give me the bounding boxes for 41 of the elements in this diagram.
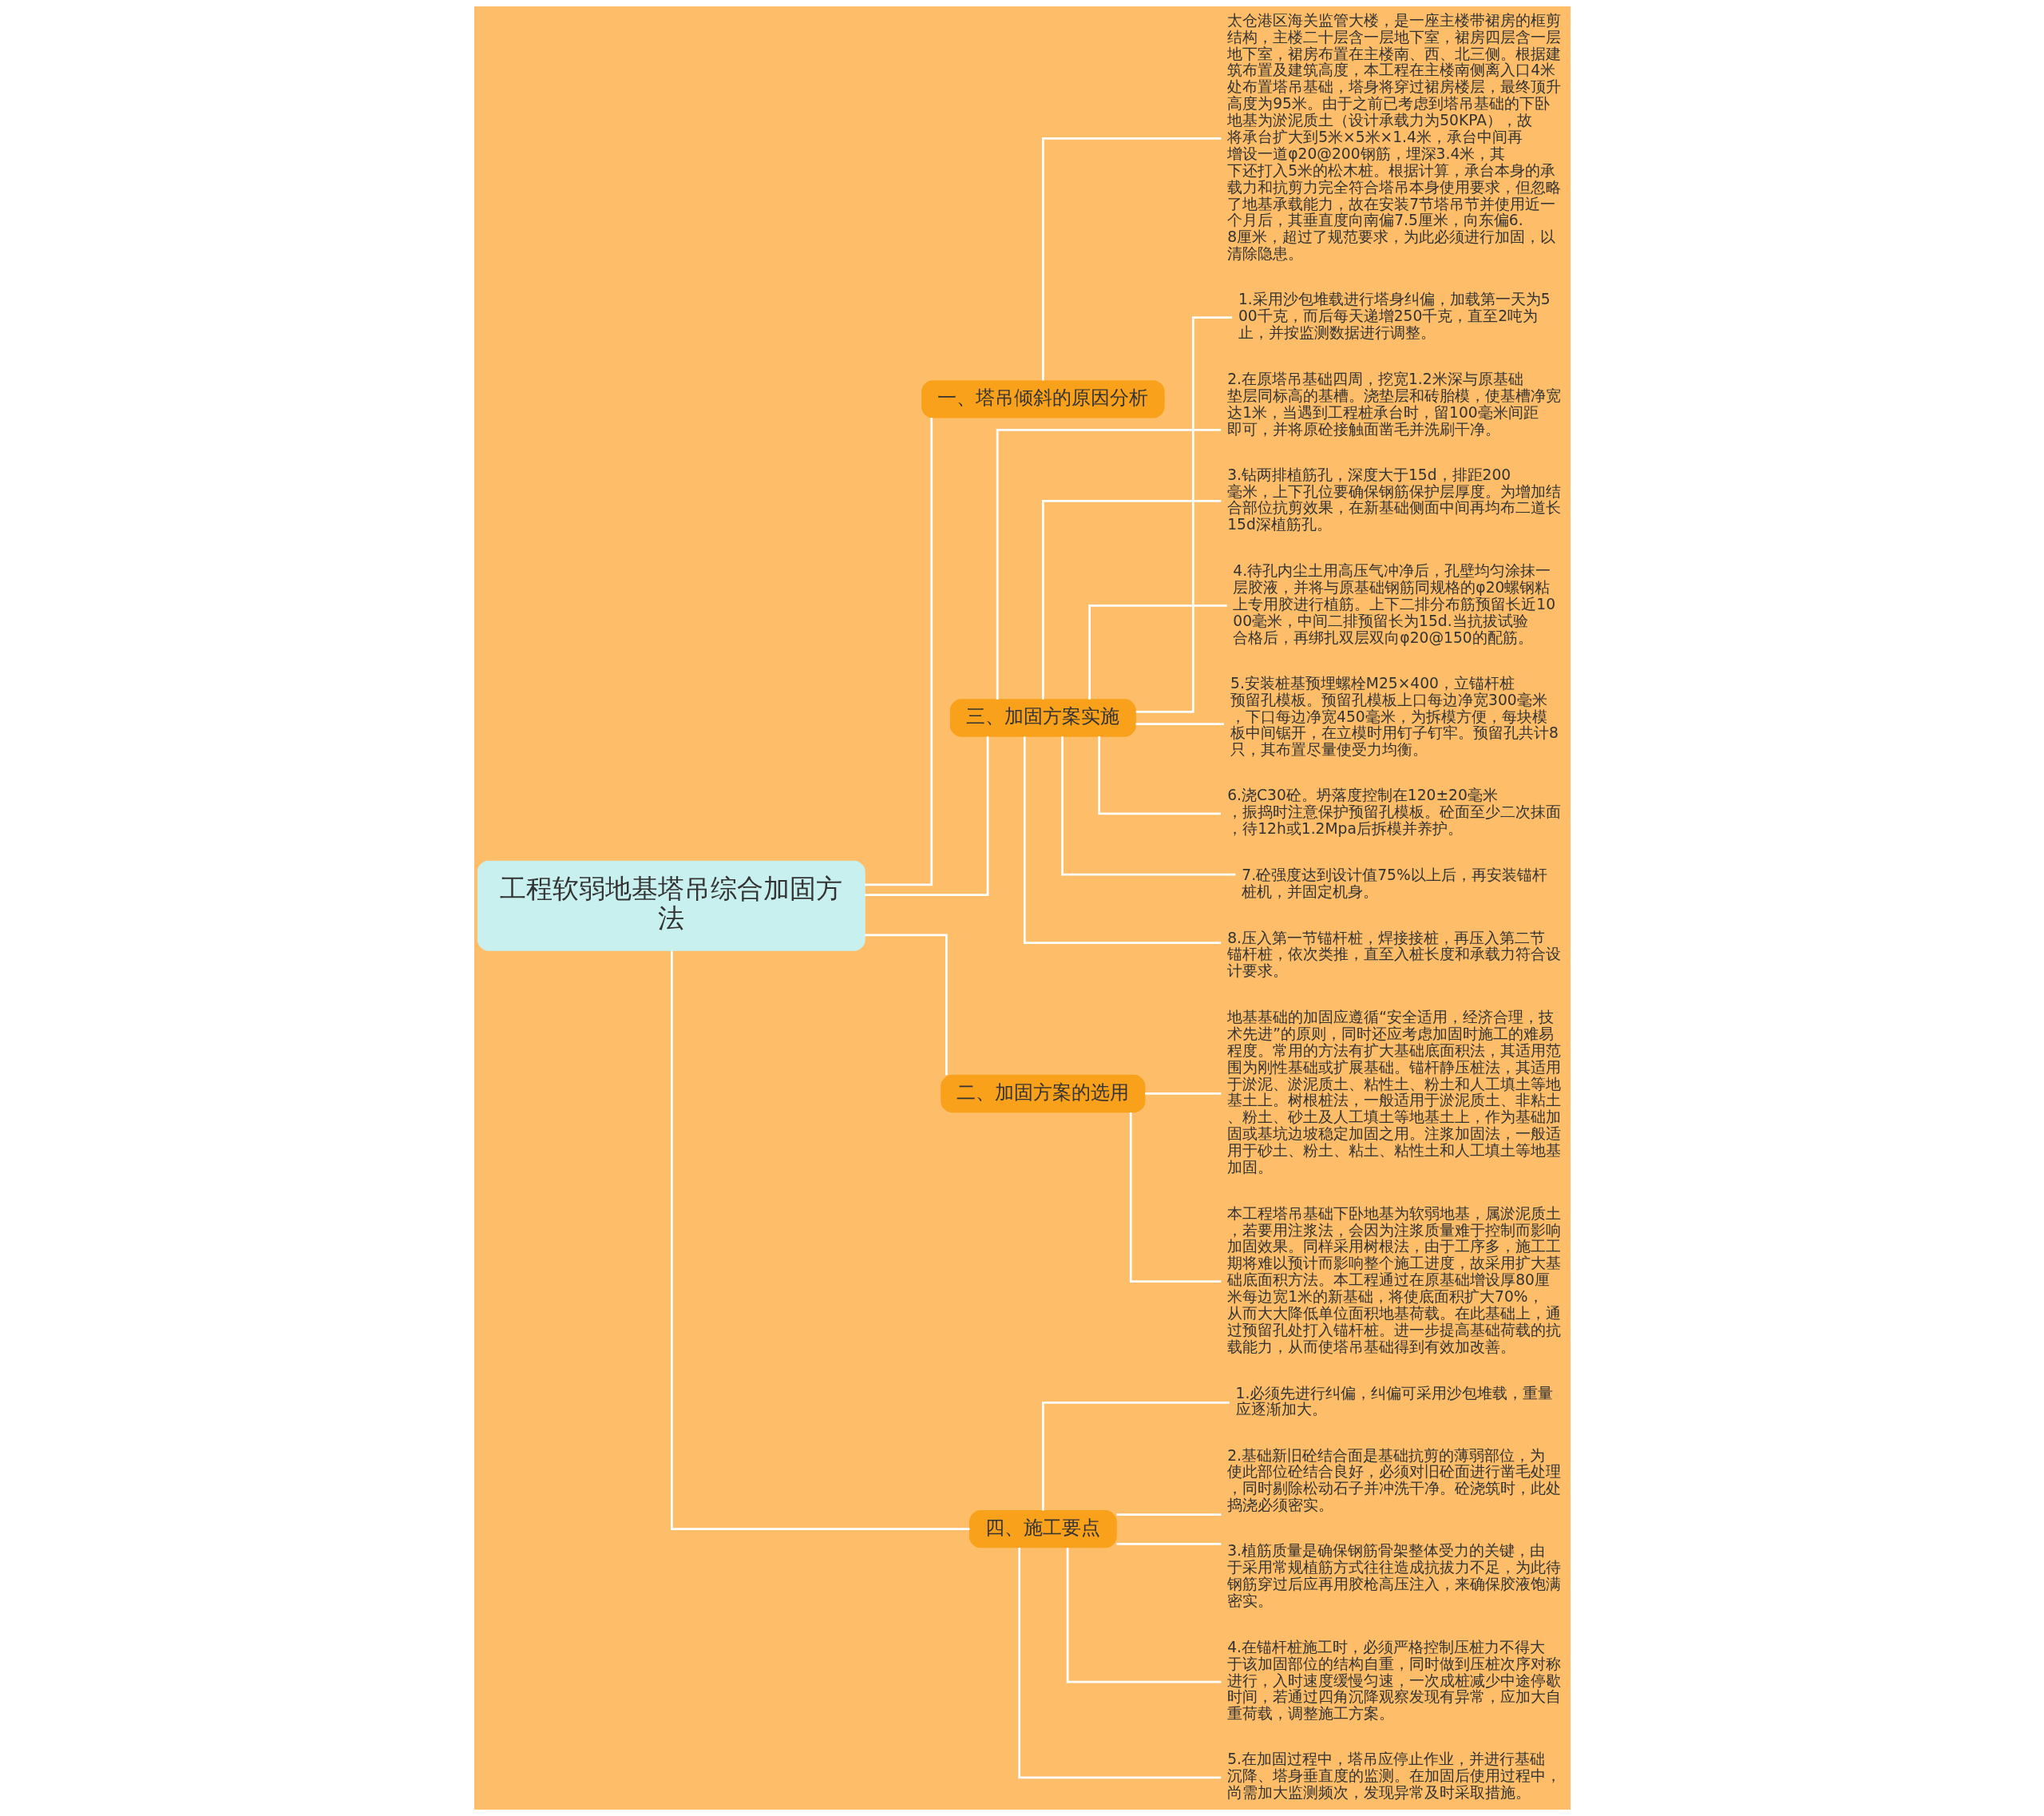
connector (1041, 137, 1221, 381)
node-text: 8.压入第一节锚杆桩，焊接接桩，再压入第二节锚杆桩，依次类推，直至入桩长度和承载力符合设计要求。 (1226, 929, 1561, 980)
connector (1023, 736, 1221, 944)
connector (1041, 1402, 1230, 1511)
node-text: 7.砼强度达到设计值75%以上后，再安装锚杆桩机，并固定机身。 (1241, 866, 1547, 900)
connector (1041, 500, 1221, 700)
connector (1129, 1112, 1221, 1283)
node-text: 5.安装桩基预埋螺栓M25×400，立锚杆桩预留孔模板。预留孔模板上口每边净宽300毫米，下口每边净宽450毫米，为拆模方便，每块模板中间锯开，在立模时用钉子钉牢。预留孔共计8只，其布置尽量使受力均衡。 (1230, 674, 1559, 759)
connector (1097, 736, 1221, 815)
connector (1017, 1548, 1221, 1779)
node-box: 一、塔吊倾斜的原因分析 (921, 380, 1165, 418)
connector (1066, 1548, 1221, 1683)
node-text: 本工程塔吊基础下卧地基为软弱地基，属淤泥质土，若要用注浆法，会因为注浆质量难于控制而影响加固效果。同样采用树根法，由于工序多，施工工期将难以预计而影响整个施工进度，故采用扩大基础底面积方法。本工程通过在原基础增设厚80厘米每边宽1米的新基础，将使底面积扩大70%，从而大大降低单位面积地基荷载。在此基础上，通过预留孔处打入锚杆桩。进一步提高基础荷载的抗载能力，从而使塔吊基础得到有效加改善。 (1226, 1204, 1561, 1355)
node-box: 三、加固方案实施 (949, 699, 1136, 737)
node-box: 工程软弱地基塔吊综合加固方法 (477, 860, 866, 951)
connector (1116, 1543, 1221, 1545)
node-box: 二、加固方案的选用 (940, 1074, 1145, 1113)
node-text: 2.在原塔吊基础四周，挖宽1.2米深与原基础垫层同标高的基槽。浇垫层和砖胎模，使基槽净宽达1米，当遇到工程桩承台时，留100毫米间距即可，并将原砼接触面凿毛并洗刷干净。 (1226, 370, 1561, 438)
connector (1116, 1513, 1221, 1516)
connector (864, 934, 948, 1076)
node-box: 四、施工要点 (969, 1510, 1117, 1548)
node-text: 1.必须先进行纠偏，纠偏可采用沙包堆载，重量应逐渐加大。 (1235, 1384, 1553, 1418)
node-text: 5.在加固过程中，塔吊应停止作业，并进行基础沉降、塔身垂直度的监测。在加固后使用过程中，尚需加大监测频次，发现异常及时采取措施。 (1226, 1751, 1561, 1802)
node-text: 1.采用沙包堆载进行塔身纠偏，加载第一天为500千克，而后每天递增250千克，直至2吨为止，并按监测数据进行调整。 (1238, 291, 1551, 342)
node-text: 2.基础新旧砼结合面是基础抗剪的薄弱部位，为使此部位砼结合良好，必须对旧砼面进行凿毛处理，同时剔除松动石子并冲洗干净。砼浇筑时，此处捣浇必须密实。 (1226, 1446, 1561, 1514)
node-text: 地基基础的加固应遵循“安全适用，经济合理，技术先进”的原则，同时还应考虑加固时施工的难易程度。常用的方法有扩大基础底面积法，其适用范围为刚性基础或扩展基础。锚杆静压桩法，其适用于淤泥、淤泥质土、粘性土、粉土和人工填土等地基土上。树根桩法，一般适用于淤泥质土、非粘土、粉土、砂土及人工填土等地基土上，作为基础加固或基坑边坡稳定加固之用。注浆加固法，一般适用于砂土、粉土、粘土、粘性土和人工填土等地基加固。 (1226, 1009, 1561, 1176)
node-text: 太仓港区海关监管大楼，是一座主楼带裙房的框剪结构，主楼二十层含一层地下室，裙房四层含一层地下室，裙房布置在主楼南、西、北三侧。根据建筑布置及建筑高度，本工程在主楼南侧离入口4米处布置塔吊基础，塔身将穿过裙房楼层，最终顶升高度为95米。由于之前已考虑到塔吊基础的下卧地基为淤泥质土（设计承载力为50KPA），故将承台扩大到5米×5米×1.4米，承台中间再增设一道φ20@200钢筋，埋深3.4米，其下还打入5米的松木桩。根据计算，承台本身的承载力和抗剪力完全符合塔吊本身使用要求，但忽略了地基承载能力，故在安装7节塔吊节并使用近一个月后，其垂直度向南偏7.5厘米，向东偏6.8厘米，超过了规范要求，为此必须进行加固，以清除隐患。 (1226, 11, 1561, 263)
connector (1087, 604, 1227, 700)
node-text: 3.植筋质量是确保钢筋骨架整体受力的关键，由于采用常规植筋方式往往造成抗拔力不足，为此待钢筋穿过后应再用胶枪高压注入，来确保胶液饱满密实。 (1226, 1542, 1561, 1610)
connector (670, 950, 969, 1531)
connector (1135, 316, 1232, 713)
node-text: 3.钻两排植筋孔，深度大于15d，排距200毫米，上下孔位要确保钢筋保护层厚度。为增加结合部位抗剪效果，在新基础侧面中间再均布二道长15d深植筋孔。 (1226, 466, 1561, 533)
connector (996, 429, 1221, 700)
connector (1060, 736, 1235, 876)
connector (864, 736, 988, 896)
node-text: 4.在锚杆桩施工时，必须严格控制压桩力不得大于该加固部位的结构自重，同时做到压桩次序对称进行，入时速度缓慢匀速，一次成桩减少中途停歇时间，若通过四角沉降观察发现有异常，应加大自重荷载，调整施工方案。 (1226, 1638, 1561, 1723)
connector (1135, 723, 1224, 726)
node-text: 6.浇C30砼。坍落度控制在120±20毫米，振捣时注意保护预留孔模板。砼面至少二次抹面，待12h或1.2Mpa后拆模并养护。 (1226, 787, 1561, 838)
connector (864, 418, 933, 886)
connector (1144, 1092, 1221, 1095)
node-text: 4.待孔内尘土用高压气冲净后，孔壁均匀涂抹一层胶液，并将与原基础钢筋同规格的φ20螺钢粘上专用胶进行植筋。上下二排分布筋预留长近1000毫米，中间二排预留长为15d.当抗拔试验合格后，再绑扎双层双向φ20@150的配筋。 (1232, 562, 1555, 646)
